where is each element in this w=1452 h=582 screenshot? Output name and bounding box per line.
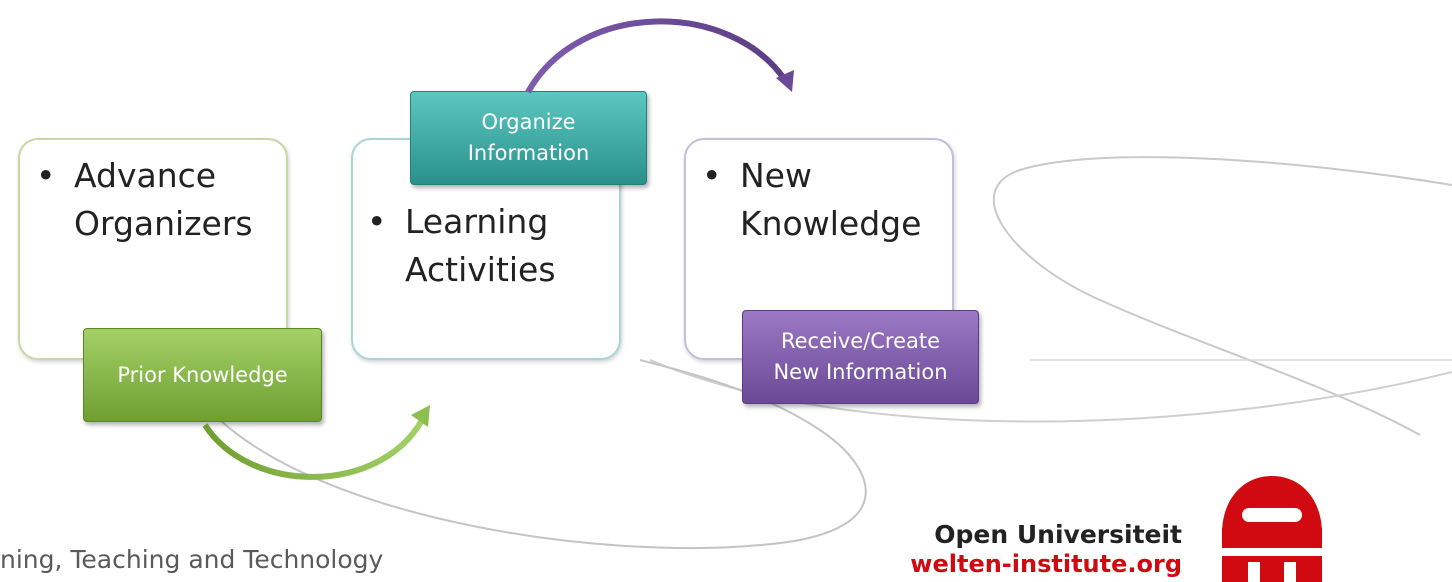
prior-knowledge-tag: Prior Knowledge	[83, 328, 322, 422]
green-curved-arrow	[202, 405, 430, 480]
box-text: Activities	[405, 250, 556, 289]
advance-organizers-box: Advance Organizers	[18, 138, 288, 360]
box-text: Knowledge	[740, 204, 922, 243]
organization-url: welten-institute.org	[910, 550, 1182, 578]
purple-curved-arrow	[525, 18, 794, 94]
receive-create-tag: Receive/Create New Information	[742, 310, 979, 404]
box-text: Advance	[36, 152, 286, 200]
open-universiteit-logo-icon	[1222, 476, 1322, 582]
footer-course-text: ning, Teaching and Technology	[0, 545, 384, 574]
box-text: Learning	[367, 198, 619, 246]
organization-name: Open Universiteit	[934, 520, 1182, 549]
box-text: New	[702, 152, 952, 200]
box-text: Organizers	[74, 204, 253, 243]
organize-information-tag: Organize Information	[410, 91, 647, 185]
